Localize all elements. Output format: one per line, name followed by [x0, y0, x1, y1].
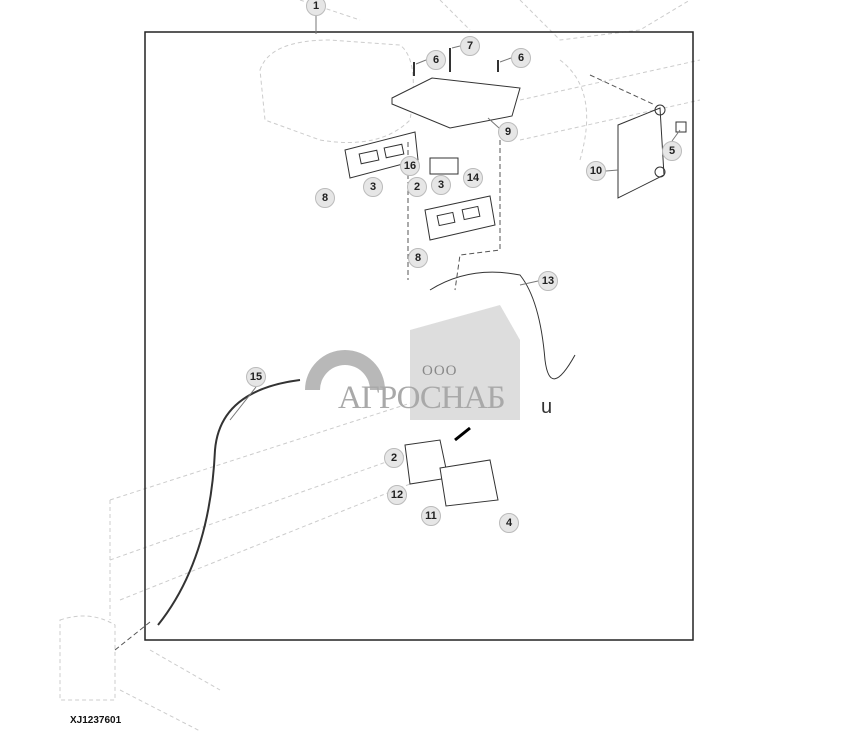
bracket-8-lower: [424, 195, 496, 241]
callout-10: 10: [586, 161, 606, 181]
callout-12: 12: [387, 485, 407, 505]
plate-11: [439, 459, 499, 507]
background-machine-ghost: [59, 0, 701, 731]
figure-id-label: XJ1237601: [70, 715, 122, 726]
watermark-name: АГРОСНАБ: [338, 380, 506, 416]
callout-8: 8: [408, 248, 428, 268]
callout-6: 6: [426, 50, 446, 70]
callout-13: 13: [538, 271, 558, 291]
callout-leaders: [229, 15, 681, 421]
watermark-prefix: ООО: [422, 363, 458, 379]
connector-14: [429, 157, 459, 175]
callout-1: 1: [306, 0, 326, 16]
callout-2: 2: [384, 448, 404, 468]
detail-frame: [144, 31, 694, 641]
watermark-logo: [305, 305, 520, 420]
callout-4: 4: [499, 513, 519, 533]
callout-3: 3: [363, 177, 383, 197]
bracket-10: [617, 107, 665, 199]
mounting-plate-9: [391, 77, 521, 129]
callout-3: 3: [431, 175, 451, 195]
callout-8: 8: [315, 188, 335, 208]
bolt-5: [675, 121, 687, 133]
callout-5: 5: [662, 141, 682, 161]
watermark-suffix: u: [541, 396, 553, 418]
callout-2: 2: [407, 177, 427, 197]
callout-14: 14: [463, 168, 483, 188]
callout-7: 7: [460, 36, 480, 56]
parts: [157, 48, 687, 626]
callout-9: 9: [498, 122, 518, 142]
harness-13: [429, 271, 576, 380]
callout-15: 15: [246, 367, 266, 387]
cable-15: [157, 379, 301, 626]
callout-11: 11: [421, 506, 441, 526]
callout-6: 6: [511, 48, 531, 68]
callout-16: 16: [400, 156, 420, 176]
